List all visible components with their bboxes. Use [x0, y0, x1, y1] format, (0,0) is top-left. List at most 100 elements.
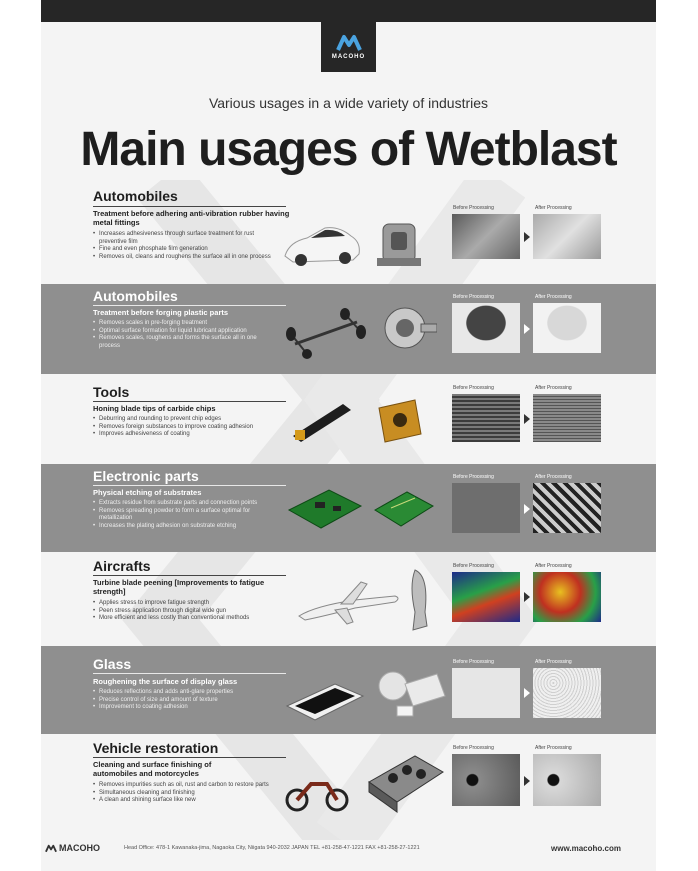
footer-logo-icon	[45, 844, 57, 853]
list-item: Fine and even phosphate film generation	[93, 246, 278, 254]
after-label: After Processing	[535, 474, 572, 480]
circuit-board-illustration	[287, 489, 363, 529]
list-item: Removes scales in pre-forging treatment	[93, 320, 278, 328]
before-photo	[452, 668, 520, 718]
page-title: Main usages of Wetblast	[80, 123, 617, 176]
page-subtitle: Various usages in a wide variety of indu…	[208, 95, 489, 111]
bullet-list: Deburring and rounding to prevent chip e…	[93, 416, 278, 439]
arrow-icon	[524, 324, 530, 334]
macoho-logo-icon	[335, 35, 362, 51]
arrow-icon	[524, 232, 530, 242]
glass-panels-illustration	[378, 671, 446, 717]
brand-name: MACOHO	[331, 54, 366, 60]
bullet-list: Extracts residue from substrate parts an…	[93, 500, 278, 530]
after-label: After Processing	[535, 659, 572, 665]
section-rule	[93, 401, 286, 402]
list-item: Extracts residue from substrate parts an…	[93, 500, 278, 508]
bullet-list: Removes impurities such as oil, rust and…	[93, 782, 278, 805]
section-aircrafts: Aircrafts Turbine blade peening [Improve…	[41, 552, 656, 646]
section-subtitle: Physical etching of substrates	[93, 488, 202, 497]
before-label: Before Processing	[453, 294, 494, 300]
brand-logo[interactable]: MACOHO	[321, 22, 376, 72]
list-item: A clean and shining surface like new	[93, 797, 278, 805]
section-title: Automobiles	[93, 188, 178, 204]
forged-part-illustration	[384, 307, 437, 349]
after-label: After Processing	[535, 563, 572, 569]
section-title: Vehicle restoration	[93, 740, 219, 756]
before-label: Before Processing	[453, 205, 494, 211]
section-automobiles-forging: Automobiles Treatment before forging pla…	[41, 284, 656, 374]
list-item: Peen stress application through digital …	[93, 608, 278, 616]
after-label: After Processing	[535, 385, 572, 391]
before-photo	[452, 214, 520, 259]
engine-block-illustration	[368, 755, 444, 813]
footer-website-link[interactable]: www.macoho.com	[551, 844, 621, 853]
list-item: Deburring and rounding to prevent chip e…	[93, 416, 278, 424]
list-item: Increases adhesiveness through surface t…	[93, 231, 278, 246]
top-bar	[41, 0, 656, 22]
bullet-list: Reduces reflections and adds anti-glare …	[93, 689, 278, 712]
section-rule	[93, 673, 286, 674]
list-item: Simultaneous cleaning and finishing	[93, 790, 278, 798]
section-title: Automobiles	[93, 288, 178, 304]
list-item: Increases the plating adhesion on substr…	[93, 523, 278, 531]
section-subtitle: Honing blade tips of carbide chips	[93, 404, 216, 413]
before-photo	[452, 483, 520, 533]
chassis-illustration	[286, 308, 366, 359]
section-subtitle: Treatment before adhering anti-vibration…	[93, 209, 290, 227]
list-item: Applies stress to improve fatigue streng…	[93, 600, 278, 608]
section-tools: Tools Honing blade tips of carbide chips…	[41, 374, 656, 464]
section-title: Aircrafts	[93, 558, 151, 574]
list-item: Precise control of size and amount of te…	[93, 697, 278, 705]
car-illustration	[284, 227, 360, 266]
arrow-icon	[524, 592, 530, 602]
carbide-chip-illustration	[378, 399, 422, 443]
list-item: Removes scales, roughens and forms the s…	[93, 335, 278, 350]
after-label: After Processing	[535, 205, 572, 211]
footer: MACOHO Head Office: 478-1 Kawanaka-jima,…	[41, 838, 656, 860]
list-item: More efficient and less costly than conv…	[93, 615, 278, 623]
section-rule	[93, 757, 286, 758]
after-photo	[533, 214, 601, 259]
bullet-list: Removes scales in pre-forging treatment …	[93, 320, 278, 350]
before-label: Before Processing	[453, 745, 494, 751]
after-photo	[533, 483, 601, 533]
bullet-list: Applies stress to improve fatigue streng…	[93, 600, 278, 623]
section-rule	[93, 206, 286, 207]
list-item: Optimal surface formation for liquid lub…	[93, 328, 278, 336]
before-label: Before Processing	[453, 563, 494, 569]
section-rule	[93, 575, 286, 576]
substrate-illustration	[374, 491, 434, 527]
turbine-blade-illustration	[411, 569, 428, 631]
footer-address: Head Office: 478-1 Kawanaka-jima, Nagaok…	[124, 845, 420, 851]
section-glass: Glass Roughening the surface of display …	[41, 646, 656, 734]
after-photo	[533, 303, 601, 353]
list-item: Reduces reflections and adds anti-glare …	[93, 689, 278, 697]
before-photo	[452, 394, 520, 442]
before-label: Before Processing	[453, 474, 494, 480]
after-photo	[533, 394, 601, 442]
section-title: Electronic parts	[93, 468, 199, 484]
section-electronic-parts: Electronic parts Physical etching of sub…	[41, 464, 656, 552]
section-title: Glass	[93, 656, 132, 672]
airplane-illustration	[298, 581, 399, 625]
before-photo	[452, 303, 520, 353]
motorcycle-illustration	[285, 782, 349, 812]
list-item: Removes spreading powder to form a surfa…	[93, 508, 278, 523]
arrow-icon	[524, 776, 530, 786]
before-photo	[452, 572, 520, 622]
section-subtitle: Treatment before forging plastic parts	[93, 308, 229, 317]
after-photo	[533, 668, 601, 718]
before-label: Before Processing	[453, 385, 494, 391]
section-automobiles-rubber: Automobiles Treatment before adhering an…	[41, 186, 656, 284]
before-label: Before Processing	[453, 659, 494, 665]
after-label: After Processing	[535, 294, 572, 300]
section-rule	[93, 305, 286, 306]
rubber-mount-illustration	[377, 223, 421, 266]
before-photo	[452, 754, 520, 806]
list-item: Removes oil, cleans and roughens the sur…	[93, 254, 278, 262]
section-title: Tools	[93, 384, 130, 400]
section-rule	[93, 485, 286, 486]
section-subtitle: Turbine blade peening [Improvements to f…	[93, 578, 265, 596]
after-photo	[533, 754, 601, 806]
